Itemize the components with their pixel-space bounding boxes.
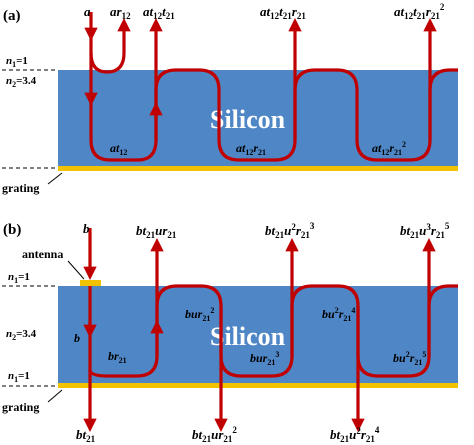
label-a-incident: a (84, 4, 91, 19)
n1-label-b-bottom: n1=1 (8, 370, 30, 384)
label-a-inner-2: at12r21 (236, 141, 266, 157)
silicon-label-b: Silicon (210, 322, 286, 351)
label-b-inner-5: bu2r215 (393, 350, 426, 367)
label-a-inner-1: at12 (110, 141, 127, 157)
ray-a-reflected (89, 17, 131, 74)
panel-b-tag: (b) (3, 222, 21, 238)
silicon-label-a: Silicon (210, 105, 286, 134)
label-b-inside: b (74, 331, 80, 345)
label-a-out-3: at12t21r212 (394, 2, 445, 21)
label-b-incident: b (83, 221, 90, 236)
label-b-down-1: bt21ur212 (192, 425, 237, 444)
grating-label-a: grating (2, 181, 39, 195)
panel-a-tag: (a) (3, 8, 21, 24)
label-a-inner-3: at12r212 (372, 140, 406, 157)
ray-b-path (88, 284, 458, 378)
label-b-inner-4: bu2r214 (322, 306, 355, 323)
n2-label-a: n2=3.4 (6, 75, 37, 89)
grating-layer-a (58, 166, 458, 171)
label-b-up-3: bt21u3r215 (400, 221, 450, 240)
antenna (80, 280, 101, 286)
label-b-inner-3: bur213 (250, 350, 279, 367)
n1-label-a: n1=1 (6, 55, 28, 69)
label-b-inner-1: br21 (108, 349, 127, 365)
n2-label-b: n2=3.4 (6, 328, 37, 342)
label-b-up-2: bt21u2r213 (265, 221, 315, 240)
label-b-down-2: bt21u2r214 (330, 425, 380, 444)
silicon-slab-b (58, 286, 458, 383)
ray-a-path (89, 53, 458, 162)
label-a-out-1: at12t21 (143, 4, 175, 21)
label-a-out-2: at12t21r21 (260, 4, 306, 21)
grating-pointer-a (47, 172, 63, 185)
panel-a: (a) n1=1 n2=3.4 Silicon grating a (2, 2, 458, 195)
n1-label-b-top: n1=1 (8, 271, 30, 285)
label-b-inner-2: bur212 (185, 306, 214, 323)
grating-pointer-b (47, 389, 63, 403)
label-b-down-0: bt21 (76, 427, 96, 444)
grating-layer-b (58, 383, 458, 388)
label-a-reflected: ar12 (110, 4, 131, 21)
panel-b: (b) antenna n1=1 n2=3.4 n1=1 Silicon gra… (2, 221, 458, 444)
grating-label-b: grating (2, 400, 39, 414)
silicon-slab-a (58, 70, 458, 166)
antenna-label: antenna (22, 247, 63, 261)
label-b-up-1: bt21ur21 (136, 223, 177, 240)
antenna-pointer (67, 260, 85, 280)
